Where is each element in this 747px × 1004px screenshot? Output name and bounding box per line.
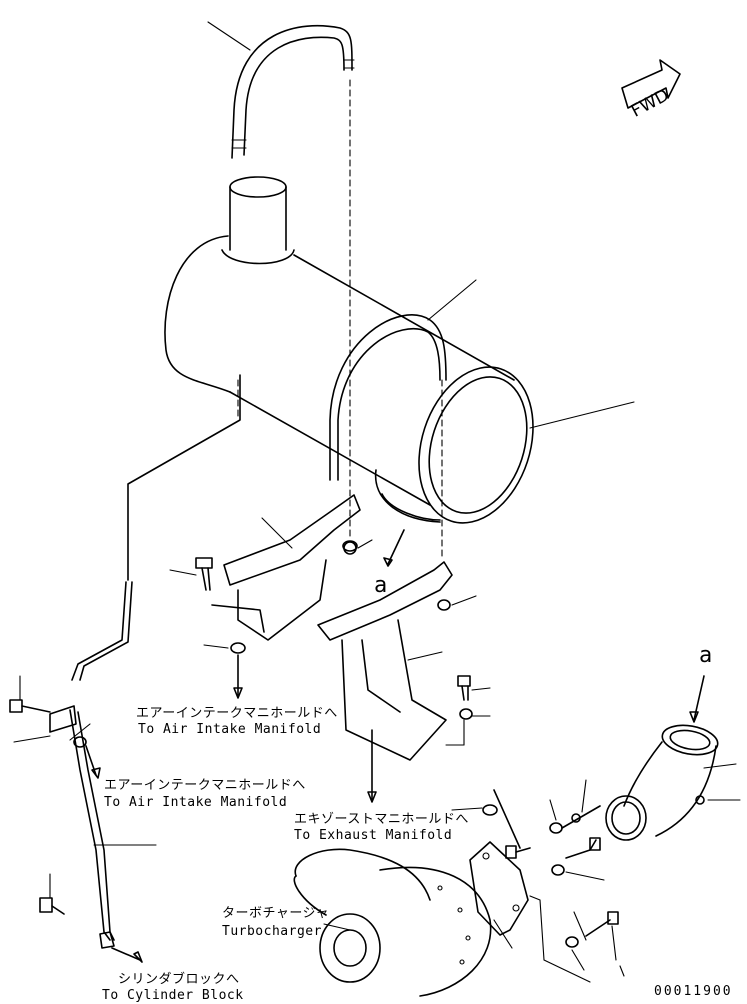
label-air-intake-1-en: To Air Intake Manifold [138, 722, 322, 737]
u-bolt-upper [207, 21, 355, 159]
fwd-arrow [621, 59, 681, 109]
bracket-right [317, 561, 477, 803]
label-turbo-jp: ターボチャージャ [222, 906, 329, 921]
label-air-intake-2-jp: エアーインテークマニホールドへ [104, 778, 306, 793]
label-turbo-en: Turbocharger [222, 924, 322, 939]
exhaust-elbow [605, 675, 741, 841]
center-lines [237, 79, 443, 561]
label-cylinder-jp: シリンダブロックへ [118, 972, 240, 987]
muffler [164, 176, 635, 524]
u-bolt-lower [329, 314, 447, 481]
arrow-a-muffler [383, 529, 405, 567]
callout-a-elbow: a [699, 643, 713, 668]
bolt-right-bracket [457, 675, 491, 720]
bracket-left [211, 494, 373, 641]
flange-bolts [451, 779, 625, 977]
label-air-intake-1-jp: エアーインテークマニホールドへ [136, 706, 338, 721]
label-exhaust-jp: エキゾーストマニホールドへ [294, 812, 469, 827]
label-air-intake-2-en: To Air Intake Manifold [104, 795, 288, 810]
drawing-number: 00011900 [654, 984, 733, 999]
gasket [469, 841, 591, 983]
turbocharger [293, 848, 492, 997]
callout-a-muffler: a [374, 573, 388, 598]
nut-upper [342, 540, 358, 552]
label-exhaust-en: To Exhaust Manifold [294, 828, 453, 843]
label-cylinder-en: To Cylinder Block [102, 988, 244, 1003]
breather-tube [69, 374, 241, 941]
clamp-left [9, 675, 101, 779]
clamp-bottom [39, 873, 143, 963]
bolt-left-bracket [169, 557, 246, 699]
